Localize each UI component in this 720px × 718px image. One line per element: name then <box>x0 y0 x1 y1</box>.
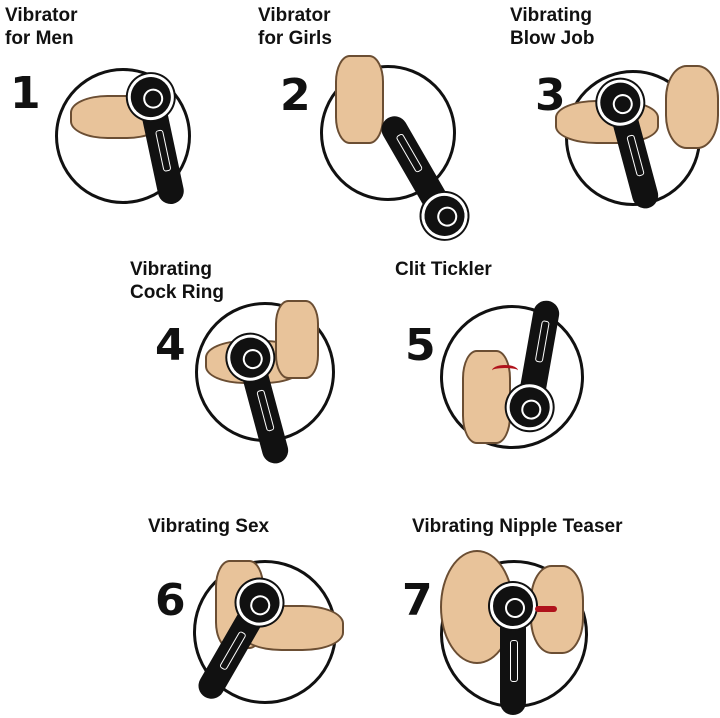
panel-label: Vibrating Blow Job <box>510 5 595 49</box>
panel-label: Vibrator for Men <box>5 5 78 49</box>
panel-number: 1 <box>10 68 41 119</box>
illustration-figure <box>335 55 384 144</box>
panel-label: Vibrator for Girls <box>258 5 332 49</box>
panel-number: 5 <box>405 320 436 371</box>
panel-label: Vibrating Cock Ring <box>130 259 224 303</box>
panel-number: 4 <box>155 320 186 371</box>
illustration-figure <box>275 300 319 379</box>
motion-arrow-icon <box>492 365 518 376</box>
vibrator-device-icon <box>490 583 536 715</box>
panel-label: Vibrating Nipple Teaser <box>412 516 623 537</box>
panel-number: 6 <box>155 575 186 626</box>
panel-number: 2 <box>280 70 311 121</box>
panel-number: 7 <box>402 575 433 626</box>
illustration-figure <box>665 65 719 149</box>
tongue-accent <box>535 606 557 612</box>
panel-label: Vibrating Sex <box>148 516 270 537</box>
panel-label: Clit Tickler <box>395 259 492 280</box>
